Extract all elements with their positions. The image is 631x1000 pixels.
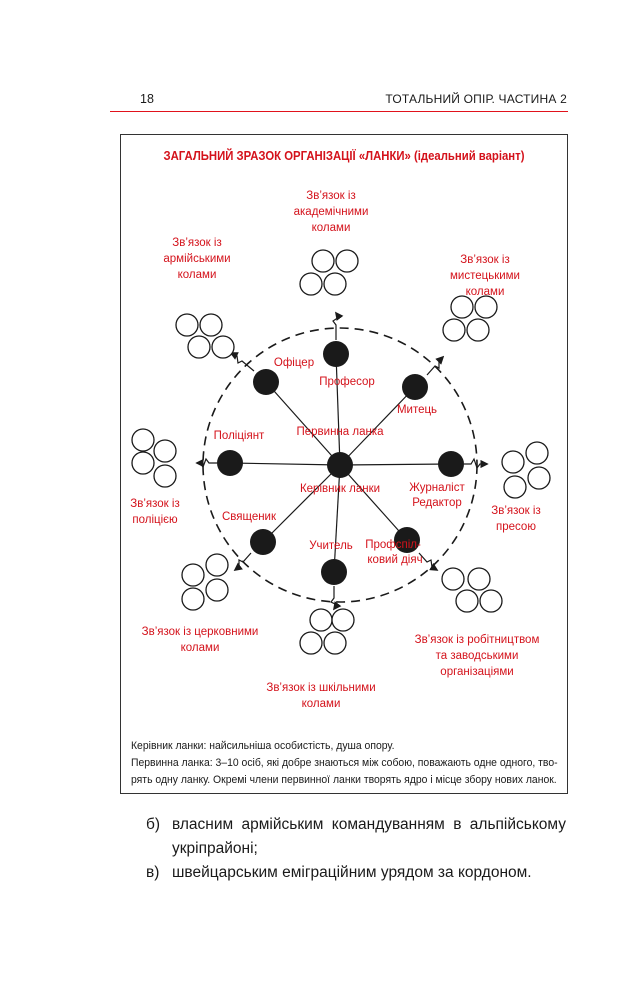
circle-cluster-police (131, 428, 177, 488)
primary-unit-label: Первинна ланка (296, 426, 384, 438)
circle-cluster-academic (299, 249, 359, 296)
header-rule (110, 111, 568, 112)
link-army-3: колами (178, 269, 217, 281)
member-node-officer (253, 369, 279, 395)
caption-line-2: Первинна ланка: 3–10 осіб, які добре зна… (131, 757, 558, 769)
running-title: ТОТАЛЬНИЙ ОПІР. ЧАСТИНА 2 (385, 92, 567, 106)
link-academic-1: Зв’язок із (306, 190, 355, 202)
member-node-teacher (321, 559, 347, 585)
list-text: швейцарським еміграційним урядом за корд… (172, 864, 532, 881)
member-label-policeman: Поліціянт (214, 430, 265, 442)
circle-cluster-press (501, 441, 551, 499)
link-workers-2: та заводськими (436, 650, 519, 662)
member-label-officer: Офіцер (274, 357, 314, 369)
link-school-1: Зв’язок із шкільними (266, 682, 375, 694)
circle-cluster-army (175, 313, 235, 359)
link-army-2: армійськими (163, 253, 230, 265)
unit-leader-label: Керівник ланки (300, 483, 380, 495)
figure-title: ЗАГАЛЬНИЙ ЗРАЗОК ОРГАНІЗАЦІЇ «ЛАНКИ» (ід… (163, 149, 525, 163)
member-node-artist (402, 374, 428, 400)
list-marker: б) (146, 816, 161, 833)
figure-box: ЗАГАЛЬНИЙ ЗРАЗОК ОРГАНІЗАЦІЇ «ЛАНКИ» (ід… (120, 134, 568, 794)
body-list: б) власним армійським командуванням в ал… (146, 813, 566, 885)
link-press-2: пресою (496, 521, 536, 533)
circle-cluster-school (299, 608, 355, 655)
link-press-1: Зв’язок із (491, 505, 540, 517)
circle-cluster-church (181, 553, 229, 611)
link-academic-3: колами (312, 222, 351, 234)
link-church-1: Зв’язок із церковними (142, 626, 259, 638)
figure-caption: Керівник ланки: найсильніша особистість,… (131, 738, 558, 789)
circle-cluster-art (442, 295, 498, 342)
page-number: 18 (140, 92, 154, 106)
hub-spokes (229, 353, 452, 573)
member-label-teacher: Учитель (309, 540, 353, 552)
list-marker: в) (146, 864, 160, 881)
member-node-policeman (217, 450, 243, 476)
link-police-2: поліцією (132, 514, 178, 526)
caption-line-1: Керівник ланки: найсильніша особистість,… (131, 740, 395, 752)
circle-cluster-workers (441, 567, 503, 613)
member-node-journalist (438, 451, 464, 477)
link-workers-3: організаціями (440, 666, 513, 678)
list-item: в) швейцарським еміграційним урядом за к… (146, 861, 566, 885)
member-node-unionist (394, 527, 420, 553)
link-art-2: мистецькими (450, 270, 520, 282)
link-school-2: колами (302, 698, 341, 710)
outward-link-lines (195, 311, 489, 611)
link-army-1: Зв’язок із (172, 237, 221, 249)
list-text: власним армійським командуванням в альпі… (172, 816, 566, 857)
leader-node (327, 452, 353, 478)
member-node-priest (250, 529, 276, 555)
link-academic-2: академічними (294, 206, 369, 218)
link-workers-1: Зв’язок із робітництвом (415, 634, 540, 646)
member-node-professor (323, 341, 349, 367)
list-item: б) власним армійським командуванням в ал… (146, 813, 566, 861)
member-label-journalist: Журналіст (409, 482, 465, 494)
member-label-professor: Професор (319, 376, 375, 388)
caption-line-3: рять одну ланку. Окремі члени первинної … (131, 774, 557, 786)
link-police-1: Зв’язок із (130, 498, 179, 510)
organization-diagram: Первинна ланка Керівник ланки Професор О… (130, 190, 551, 710)
member-label-priest: Священик (222, 511, 277, 523)
link-art-3: колами (466, 286, 505, 298)
member-label-editor: Редактор (412, 497, 462, 509)
member-label-unionist-2: ковий діяч (367, 554, 422, 566)
member-label-artist: Митець (397, 404, 437, 416)
link-church-2: колами (181, 642, 220, 654)
member-label-unionist-1: Профспіл- (365, 539, 421, 551)
link-art-1: Зв’язок із (460, 254, 509, 266)
